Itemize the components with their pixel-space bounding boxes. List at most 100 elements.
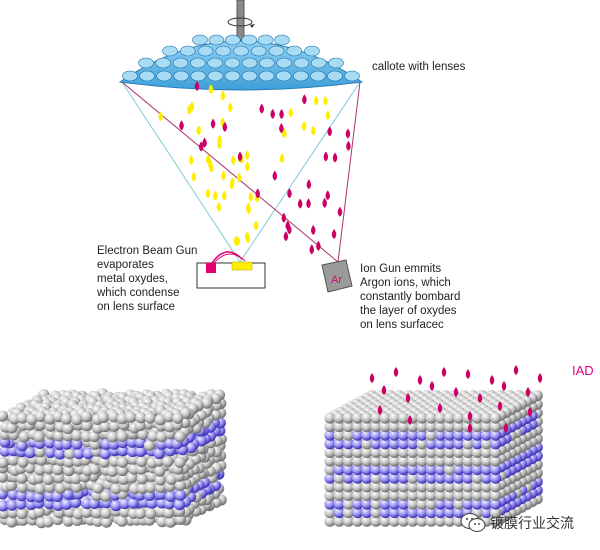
atom xyxy=(16,508,28,520)
atom xyxy=(135,412,147,424)
lens xyxy=(344,70,360,82)
argon-ion xyxy=(259,103,265,114)
atom xyxy=(60,413,73,425)
oxide-particle xyxy=(216,201,222,212)
atom xyxy=(379,421,391,433)
atom xyxy=(407,506,419,519)
oxide-particle xyxy=(229,179,235,190)
atom xyxy=(361,429,373,441)
atom xyxy=(453,498,465,510)
argon-ion xyxy=(332,152,338,163)
atom xyxy=(62,422,74,435)
atom xyxy=(480,506,492,519)
ion-gun: Ar xyxy=(321,259,353,293)
oxide-particle xyxy=(313,95,319,106)
atom xyxy=(116,464,129,477)
atom xyxy=(370,506,382,519)
atom xyxy=(480,412,492,424)
atom xyxy=(15,498,27,510)
atom xyxy=(62,488,74,500)
atom xyxy=(34,483,46,495)
atom xyxy=(110,483,122,495)
atom xyxy=(434,472,446,484)
atom xyxy=(370,481,382,493)
atom xyxy=(370,472,382,484)
atom xyxy=(490,464,502,476)
atom xyxy=(425,472,437,484)
atom xyxy=(453,446,465,458)
atom xyxy=(117,445,129,457)
atom xyxy=(164,490,177,503)
atom xyxy=(136,455,148,468)
argon-ion xyxy=(325,190,330,201)
atom xyxy=(71,438,83,450)
iad-argon-ion xyxy=(497,401,503,411)
oxide-particle xyxy=(325,110,331,121)
atom xyxy=(388,438,400,450)
atom xyxy=(108,411,120,423)
atom xyxy=(153,448,165,460)
atom xyxy=(453,472,465,484)
iad-argon-ion xyxy=(441,367,447,377)
atom xyxy=(444,412,456,424)
atom xyxy=(388,455,400,467)
atom xyxy=(154,474,166,486)
atom xyxy=(462,455,474,467)
argon-ion xyxy=(270,108,275,119)
iad-argon-ion xyxy=(377,405,383,415)
atom xyxy=(453,506,465,519)
atom xyxy=(342,421,354,433)
atom xyxy=(333,438,345,450)
atom xyxy=(324,446,336,458)
atom xyxy=(92,515,104,527)
oxide-particle xyxy=(248,191,254,202)
atom xyxy=(361,489,373,501)
atom xyxy=(174,479,187,491)
lens xyxy=(215,45,232,57)
atom xyxy=(324,515,336,527)
oxide-particle xyxy=(279,153,285,164)
atom xyxy=(379,481,391,493)
atom xyxy=(471,412,483,424)
atom xyxy=(490,506,502,519)
atom xyxy=(453,481,465,493)
atom xyxy=(398,429,410,441)
lens xyxy=(241,57,258,69)
atom xyxy=(379,506,391,519)
atom xyxy=(108,420,121,432)
atom xyxy=(444,438,456,450)
lens xyxy=(207,57,223,69)
atom xyxy=(462,489,474,501)
atom xyxy=(147,430,159,442)
atom xyxy=(185,441,197,454)
atom xyxy=(127,497,139,509)
lens xyxy=(197,45,214,57)
lens-array xyxy=(122,34,360,82)
atom xyxy=(480,421,492,433)
atom xyxy=(135,445,147,458)
argon-ion xyxy=(179,120,184,131)
atom xyxy=(324,438,336,450)
oxide-particle xyxy=(235,235,241,246)
argon-ion xyxy=(310,224,316,235)
atom xyxy=(425,455,437,467)
atom xyxy=(352,464,364,476)
atom xyxy=(379,429,391,441)
atom xyxy=(324,429,336,441)
lens xyxy=(310,57,327,69)
atom xyxy=(174,456,186,468)
atom xyxy=(361,506,373,519)
atom xyxy=(361,481,373,493)
atom xyxy=(434,446,446,458)
atom xyxy=(137,428,149,440)
atom xyxy=(434,515,446,527)
atom xyxy=(145,508,157,520)
atom xyxy=(342,438,354,450)
atom xyxy=(398,472,410,484)
atom xyxy=(342,412,354,424)
atom xyxy=(416,455,428,467)
argon-ion xyxy=(287,224,292,235)
iad-argon-ion xyxy=(467,411,473,421)
atom xyxy=(425,438,437,450)
atom xyxy=(352,498,364,510)
